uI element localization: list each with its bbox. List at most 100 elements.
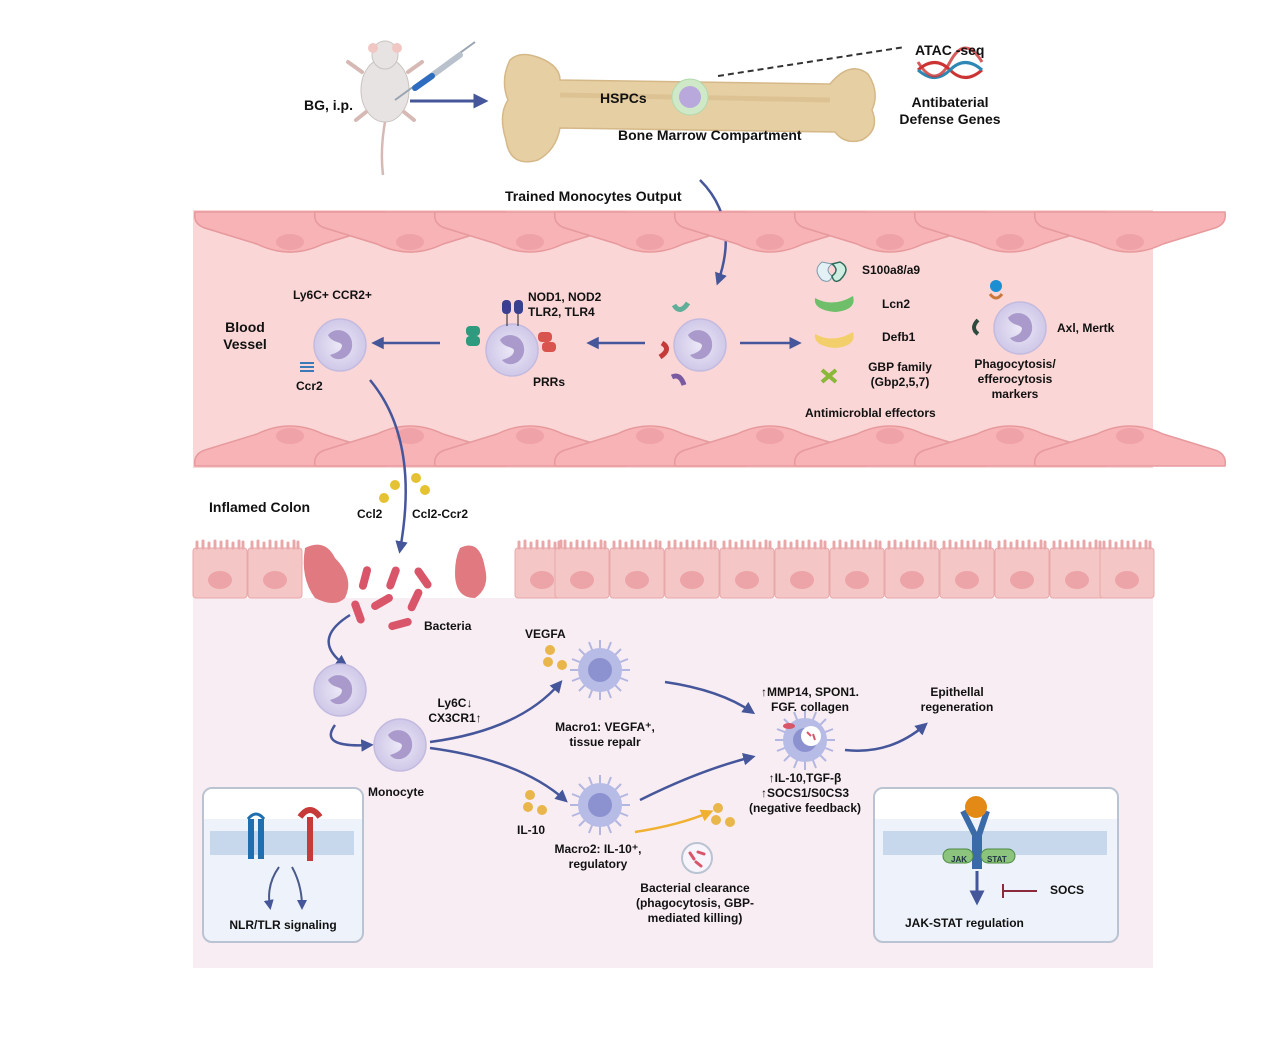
recruited-monocyte-cell (313, 663, 367, 717)
phagocytosis-markers-label: Phagocytosis/ efferocytosis markers (960, 357, 1070, 402)
jak-stat-panel: JAK STAT SOCS JAK-STAT regulation (873, 787, 1119, 943)
injection-label: BG, i.p. (304, 97, 353, 113)
epithelial-regeneration-label: Epithellal regeneration (912, 685, 1002, 715)
mmp14-line1: ↑MMP14, SPON1. (760, 685, 860, 699)
arrow-to-macro1 (429, 680, 563, 744)
cx3cr1-line: CX3CR1↑ (428, 711, 482, 725)
phagosome-bacteria-icon (681, 842, 713, 874)
mmp14-label: ↑MMP14, SPON1. FGF. collagen (740, 685, 880, 715)
clearance-line1: Bacterial clearance (640, 881, 750, 895)
stat-label: STAT (987, 855, 1007, 864)
epi-line2: regeneration (920, 700, 994, 714)
epi-line1: Epithellal (930, 685, 984, 699)
il10-secreted-icon (711, 803, 735, 827)
atac-dashed-line (717, 46, 906, 77)
ly6c-ccr2-monocyte-cell (300, 318, 367, 372)
effector-defb1-label: Defb1 (882, 330, 916, 344)
macro2-label: Macro2: IL-10⁺, regulatory (543, 842, 653, 872)
defense-genes-label: Antibaterial Defense Genes (895, 94, 1005, 128)
macro1-line2: tissue repalr (569, 735, 641, 749)
macro1-cell (569, 639, 631, 701)
bone-marrow-label: Bone Marrow Compartment (618, 127, 802, 143)
macro1-line1: Macro1: VEGFA⁺, (555, 720, 655, 734)
syringe-icon (394, 41, 476, 101)
arrow-to-monocyte (329, 724, 374, 752)
repair-macrophage-cell (774, 709, 836, 771)
phago-line3: markers (991, 387, 1039, 401)
epithelial-cell (191, 539, 249, 600)
inflamed-colon-title: Inflamed Colon (209, 499, 311, 515)
defense-genes-line2: Defense Genes (899, 111, 1001, 127)
ccl2-chemokine-icon (379, 473, 430, 503)
monocyte-label: Monocyte (368, 785, 425, 799)
epithelial-cell (1098, 539, 1156, 600)
epithelial-cell (246, 539, 304, 600)
defb1-protein-icon (814, 332, 854, 348)
arrow-macro1-to-repair (664, 680, 756, 715)
mmp14-line2: FGF. collagen (770, 700, 849, 714)
bacteria-cluster (350, 565, 434, 631)
blood-vessel-line1: Blood (225, 319, 265, 335)
ccr2-label: Ccr2 (296, 379, 323, 393)
gbp-name: GBP family (868, 360, 932, 374)
hspc-label: HSPCs (600, 90, 647, 106)
mouse-icon (346, 40, 424, 176)
arrow-to-regeneration (844, 722, 928, 752)
phago-line2: efferocytosis (977, 372, 1053, 386)
ly6c-cx3cr1-label: Ly6C↓ CX3CR1↑ (420, 696, 490, 726)
epithelial-cell (553, 539, 611, 600)
epithelial-cell (1048, 539, 1106, 600)
endothelial-cell-bottom (1033, 425, 1227, 467)
jak-stat-title: JAK-STAT regulation (905, 916, 1024, 930)
s100-protein-icon (816, 261, 847, 283)
prr-label: PRRs (533, 375, 566, 389)
trained-monocyte-cell (658, 301, 727, 386)
il10-ligand-icon (523, 790, 547, 815)
bacterial-clearance-label: Bacterial clearance (phagocytosis, GBP- … (610, 881, 780, 926)
prr-receptors-line1: NOD1, NOD2 (528, 290, 602, 304)
gbp-cross-icon (820, 368, 838, 384)
macro2-cell (569, 774, 631, 836)
clearance-line2: (phagocytosis, GBP- (635, 896, 754, 910)
hspc-cell-icon (671, 78, 709, 116)
epithelial-cell (718, 539, 776, 600)
il10-tgf-label: ↑IL-10,TGF-β ↑SOCS1/S0CS3 (negative feed… (730, 771, 880, 816)
jak-stat-receptor-icon (883, 796, 1107, 906)
effector-lcn2-label: Lcn2 (882, 297, 911, 311)
epithelial-cell (883, 539, 941, 600)
epithelial-cell (773, 539, 831, 600)
epithelial-cell (608, 539, 666, 600)
lcn2-protein-icon (814, 296, 854, 312)
axl-mertk-label: Axl, Mertk (1057, 321, 1115, 335)
arrow-macro2-to-repair (639, 753, 756, 802)
ly6c-ccr2-label: Ly6C+ CCR2+ (293, 288, 372, 302)
clearance-line3: mediated killing) (647, 911, 743, 925)
arrow-to-recruited-monocyte (327, 613, 351, 668)
extravasation-arrow (369, 379, 408, 554)
nlr-tlr-title: NLR/TLR signaling (229, 918, 337, 932)
monocyte-cell (373, 718, 427, 772)
atac-seq-label: ATAC -seq (915, 42, 985, 58)
arrow-to-macro2 (429, 746, 568, 803)
epithelial-cell (663, 539, 721, 600)
epithelial-cell (938, 539, 996, 600)
effector-gbp-label: GBP family (Gbp2,5,7) (855, 360, 945, 390)
macro2-line2: regulatory (568, 857, 628, 871)
il10-tgf-line3: (negative feedback) (748, 801, 862, 815)
damaged-epithelium (303, 544, 487, 603)
ccl2-label: Ccl2 (357, 507, 383, 521)
il10-tgf-line2: ↑SOCS1/S0CS3 (760, 786, 850, 800)
blood-vessel-title: Blood Vessel (212, 319, 278, 353)
prr-monocyte-cell (466, 300, 556, 377)
socs-label: SOCS (1050, 883, 1085, 897)
gbp-sub: (Gbp2,5,7) (870, 375, 930, 389)
blood-vessel-line2: Vessel (223, 336, 267, 352)
prr-receptors-line2: TLR2, TLR4 (528, 305, 595, 319)
il10-label: IL-10 (517, 823, 546, 837)
prr-receptors-label: NOD1, NOD2 TLR2, TLR4 (528, 290, 601, 320)
vegfa-label: VEGFA (525, 627, 566, 641)
macro1-label: Macro1: VEGFA⁺, tissue repalr (530, 720, 680, 750)
vegfa-ligand-icon (543, 645, 567, 670)
effectors-title: Antimicroblal effectors (805, 406, 936, 420)
